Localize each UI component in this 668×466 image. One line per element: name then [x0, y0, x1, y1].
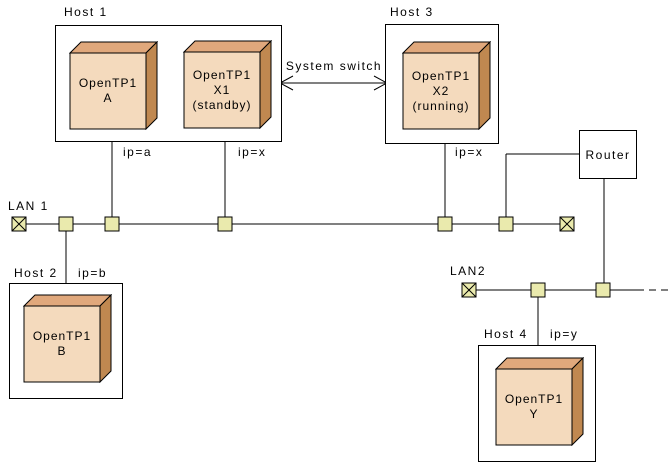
router-box: Router — [579, 130, 637, 179]
ip-b-label: ip=b — [78, 266, 108, 280]
router-label: Router — [585, 147, 631, 162]
lan1-label: LAN 1 — [8, 199, 49, 213]
node-opentp1-x2-label: OpenTP1 X2 (running) — [411, 68, 471, 113]
lan2-connector-router — [595, 282, 611, 298]
lan2-left-terminator — [461, 282, 477, 298]
lan1-connector-ip-a — [104, 216, 120, 232]
host4-label: Host 4 — [484, 327, 528, 341]
ip-y-label: ip=y — [550, 327, 579, 341]
node-opentp1-b: OpenTP1 B — [23, 294, 112, 383]
ip-a-label: ip=a — [123, 145, 153, 159]
lan1-connector-host2 — [58, 216, 74, 232]
host3-label: Host 3 — [390, 5, 434, 19]
node-opentp1-b-label: OpenTP1 B — [32, 329, 92, 358]
ip-x-host1-label: ip=x — [238, 145, 267, 159]
node-opentp1-y: OpenTP1 Y — [495, 357, 584, 446]
cube-icon — [495, 357, 584, 446]
cube-icon — [23, 294, 112, 383]
lan1-right-terminator — [559, 216, 575, 232]
lan1-connector-ip-x2 — [437, 216, 453, 232]
cube-icon — [402, 41, 491, 130]
system-switch-arrow — [278, 75, 389, 91]
cube-icon — [69, 41, 158, 130]
lan2-label: LAN2 — [450, 264, 487, 278]
system-switch-label: System switch — [285, 59, 383, 73]
host1-label: Host 1 — [64, 5, 108, 19]
host2-label: Host 2 — [14, 266, 58, 280]
node-opentp1-a: OpenTP1 A — [69, 41, 158, 130]
node-opentp1-x1-label: OpenTP1 X1 (standby) — [192, 67, 252, 112]
node-opentp1-x1: OpenTP1 X1 (standby) — [183, 40, 272, 129]
lan2-connector-host4 — [530, 282, 546, 298]
lan1-connector-router — [498, 216, 514, 232]
node-opentp1-a-label: OpenTP1 A — [78, 76, 138, 105]
lan1-left-terminator — [11, 216, 27, 232]
node-opentp1-y-label: OpenTP1 Y — [504, 392, 564, 421]
ip-x-host3-label: ip=x — [455, 145, 484, 159]
cube-icon — [183, 40, 272, 129]
lan1-connector-ip-x1 — [217, 216, 233, 232]
node-opentp1-x2: OpenTP1 X2 (running) — [402, 41, 491, 130]
